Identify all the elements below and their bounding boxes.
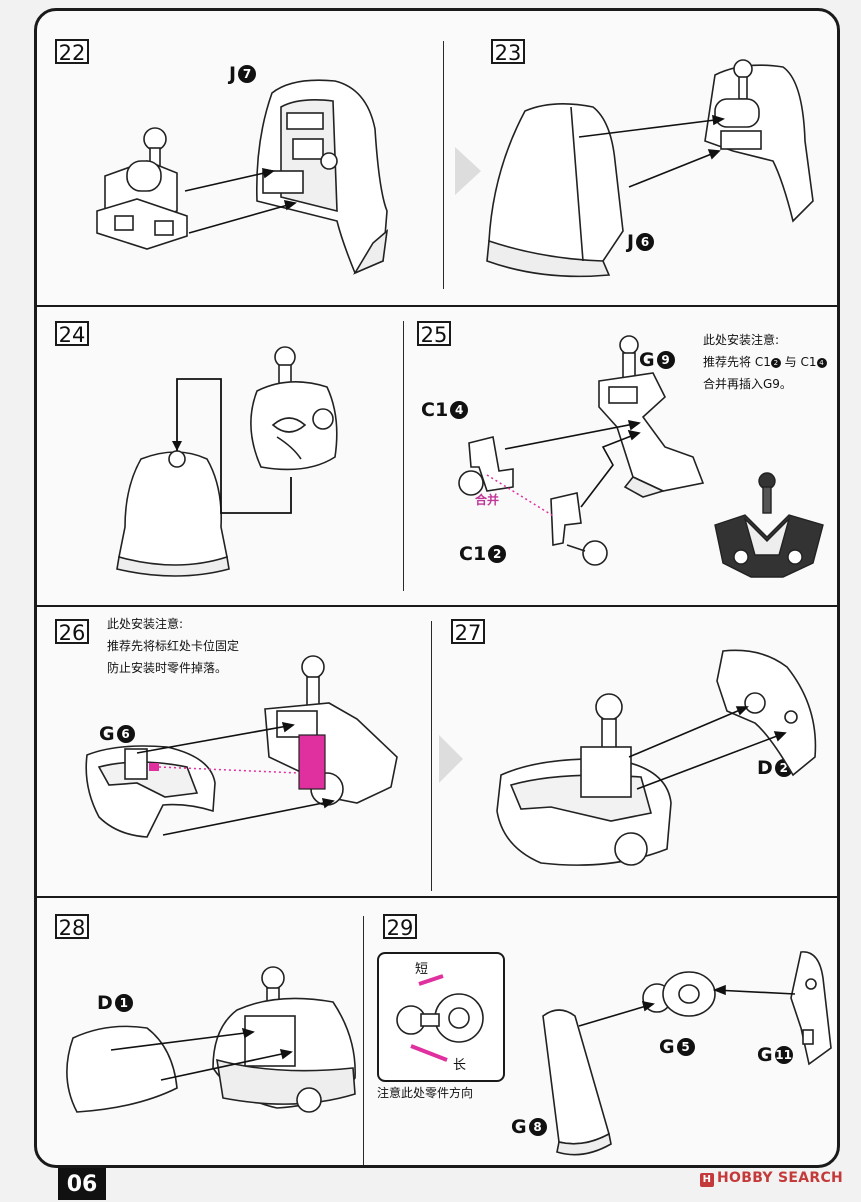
step-29-illustration [542, 951, 832, 1156]
step-25-illustration [458, 335, 824, 578]
step-24-illustration [116, 346, 338, 577]
next-step-arrow [439, 735, 463, 783]
row-divider-2 [37, 605, 837, 607]
assembly-note: 此处安装注意: 推荐先将标红处卡位固定 防止安装时零件掉落。 [107, 617, 240, 675]
page-number: 06 [58, 1168, 106, 1200]
direction-note: 注意此处零件方向 [377, 1086, 474, 1100]
orientation-inset: 短 长 [377, 952, 505, 1082]
next-step-arrow [455, 147, 481, 195]
step-24-panel: 24 [37, 307, 403, 605]
col-divider-4 [363, 916, 364, 1165]
long-label: 长 [453, 1058, 467, 1073]
short-label: 短 [415, 962, 429, 977]
row-divider-1 [37, 305, 837, 307]
col-divider-3 [431, 621, 432, 891]
step-number: 26 [55, 619, 89, 645]
step-28-illustration [66, 966, 356, 1113]
step-number: 28 [55, 914, 89, 940]
col-divider-1 [443, 41, 444, 289]
orientation-diagram [396, 974, 484, 1062]
step-27-illustration [496, 649, 817, 866]
step-number: 24 [55, 321, 89, 347]
step-26-illustration [85, 655, 398, 838]
col-divider-2 [403, 321, 404, 591]
brand-logo-icon: H [700, 1173, 714, 1187]
step-number: 25 [417, 321, 451, 347]
step-22-illustration [96, 79, 389, 275]
step-number: 27 [451, 619, 485, 645]
step-number: 22 [55, 39, 89, 65]
step-number: 23 [491, 39, 525, 65]
merge-label: 合并 [475, 493, 500, 507]
step-23-illustration [486, 59, 814, 278]
step-number: 29 [383, 914, 417, 940]
row-divider-3 [37, 896, 837, 898]
